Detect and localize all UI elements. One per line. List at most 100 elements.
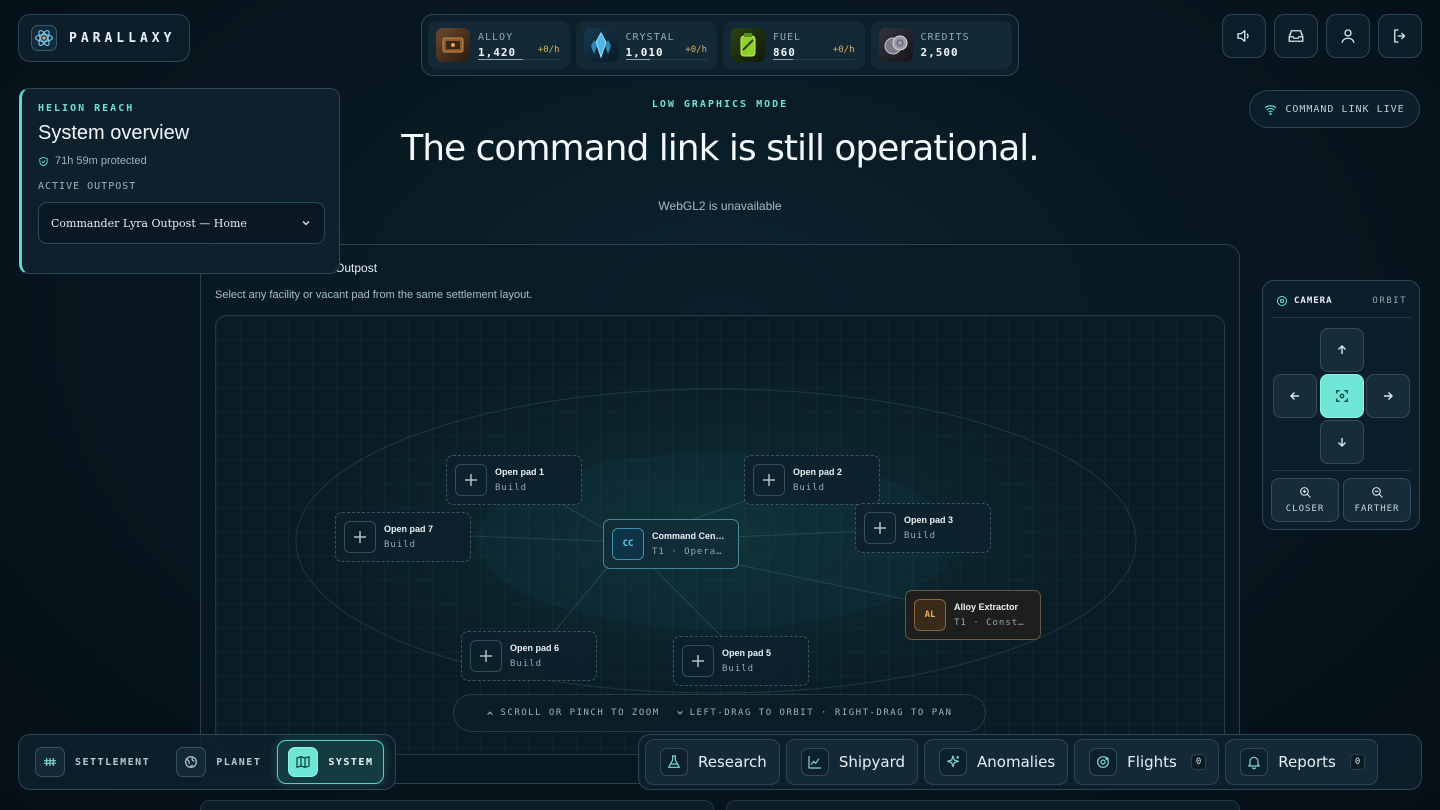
pad-name: Open pad 1	[495, 467, 545, 477]
wifi-icon	[1264, 103, 1277, 116]
view-label: SYSTEM	[328, 756, 374, 768]
pad-action: Build	[510, 659, 543, 669]
resource-name: CREDITS	[920, 31, 970, 43]
logout-button[interactable]	[1378, 14, 1422, 58]
facility-badge: CC	[612, 528, 644, 560]
outpost-subtitle: Select any facility or vacant pad from t…	[215, 289, 533, 301]
atom-icon	[31, 25, 57, 51]
camera-up-button[interactable]	[1320, 328, 1364, 372]
camera-down-button[interactable]	[1320, 420, 1364, 464]
lower-panel-right	[726, 800, 1240, 810]
brand-logo[interactable]: PARALLAXY	[18, 14, 190, 62]
pad-action: Build	[904, 531, 937, 541]
active-outpost-select[interactable]: Commander Lyra Outpost — Home	[38, 202, 325, 244]
camera-left-button[interactable]	[1273, 374, 1317, 418]
webgl-status: WebGL2 is unavailable	[658, 199, 782, 213]
plus-icon	[344, 521, 376, 553]
active-outpost-value: Commander Lyra Outpost — Home	[51, 216, 247, 230]
camera-recenter-button[interactable]	[1320, 374, 1364, 418]
resource-alloy[interactable]: ALLOY 1,420 +0/h	[428, 21, 570, 69]
farther-label: FARTHER	[1354, 504, 1400, 514]
sound-button[interactable]	[1222, 14, 1266, 58]
plus-icon	[682, 645, 714, 677]
zoom-out-icon	[1371, 486, 1384, 499]
pad-action: Build	[722, 664, 755, 674]
open-pad-2[interactable]: Open pad 2 Build	[744, 455, 880, 505]
action-label: Anomalies	[977, 753, 1056, 771]
pad-name: Open pad 2	[793, 467, 843, 477]
resource-name: ALLOY	[478, 31, 514, 43]
view-system-button[interactable]: SYSTEM	[277, 740, 385, 784]
inbox-icon	[1287, 27, 1305, 45]
open-pad-6[interactable]: Open pad 6 Build	[461, 631, 597, 681]
facility-name: Command Cen…	[652, 531, 725, 541]
facility-command-center[interactable]: CC Command Cen…T1 · Opera…	[603, 519, 739, 569]
map-icon	[288, 747, 319, 777]
resource-value: 1,010	[625, 45, 664, 59]
map-controls-hint: SCROLL OR PINCH TO ZOOM LEFT-DRAG TO ORB…	[453, 694, 986, 732]
flights-button[interactable]: Flights 0	[1074, 739, 1220, 785]
plus-icon	[753, 464, 785, 496]
shipyard-button[interactable]: Shipyard	[785, 739, 919, 785]
protection-status: 71h 59m protected	[38, 155, 325, 167]
outpost-map[interactable]: Open pad 1 Build Open pad 2 Build Open pad…	[215, 315, 1225, 755]
page-headline: The command link is still operational.	[401, 128, 1040, 169]
resource-crystal[interactable]: CRYSTAL 1,010 +0/h	[575, 21, 717, 69]
open-pad-3[interactable]: Open pad 3 Build	[855, 503, 991, 553]
alloy-crate-icon	[436, 28, 470, 62]
pad-name: Open pad 6	[510, 643, 560, 653]
camera-farther-button[interactable]: FARTHER	[1343, 478, 1411, 522]
user-icon	[1339, 27, 1357, 45]
profile-button[interactable]	[1326, 14, 1370, 58]
camera-mode[interactable]: ORBIT	[1372, 296, 1407, 306]
arrow-right-icon	[1382, 390, 1394, 402]
view-planet-button[interactable]: PLANET	[166, 740, 271, 784]
resource-bar: ALLOY 1,420 +0/h CRYSTAL 1,010 +0/h FUEL…	[421, 14, 1019, 76]
camera-closer-button[interactable]: CLOSER	[1271, 478, 1339, 522]
closer-label: CLOSER	[1285, 504, 1325, 514]
view-settlement-button[interactable]: SETTLEMENT	[25, 740, 160, 784]
anomalies-button[interactable]: Anomalies	[924, 739, 1069, 785]
arrow-down-icon	[1336, 436, 1348, 448]
arrow-left-icon	[1289, 390, 1301, 402]
pad-action: Build	[495, 483, 528, 493]
chevron-down-icon	[300, 217, 312, 229]
lower-panel-left	[200, 800, 714, 810]
graphics-mode-label: LOW GRAPHICS MODE	[651, 99, 789, 110]
view-label: SETTLEMENT	[75, 756, 151, 768]
open-pad-1[interactable]: Open pad 1 Build	[446, 455, 582, 505]
resource-fuel[interactable]: FUEL 860 +0/h	[723, 21, 865, 69]
pad-action: Build	[793, 483, 826, 493]
research-button[interactable]: Research	[645, 739, 780, 785]
sparkle-icon	[939, 748, 968, 776]
pad-name: Open pad 3	[904, 515, 954, 525]
reports-button[interactable]: Reports 0	[1225, 739, 1379, 785]
resource-progress	[625, 59, 707, 60]
credits-coins-icon	[878, 28, 913, 62]
orbit-icon	[1089, 748, 1118, 776]
brand-name: PARALLAXY	[69, 30, 176, 46]
zoom-hint: SCROLL OR PINCH TO ZOOM	[500, 708, 660, 718]
resource-value: 860	[773, 45, 796, 59]
resource-rate: +0/h	[685, 45, 707, 55]
view-switcher: SETTLEMENT PLANET SYSTEM	[18, 734, 396, 790]
inbox-button[interactable]	[1274, 14, 1318, 58]
logout-icon	[1391, 27, 1409, 45]
speaker-icon	[1235, 27, 1253, 45]
settlement-icon	[35, 747, 65, 777]
shield-icon	[38, 156, 49, 167]
pad-action: Build	[384, 540, 417, 550]
plus-icon	[455, 464, 487, 496]
camera-right-button[interactable]	[1366, 374, 1410, 418]
action-label: Research	[698, 753, 767, 771]
system-overview-panel: HELION REACH System overview 71h 59m pro…	[19, 88, 340, 274]
plus-icon	[864, 512, 896, 544]
reports-count-badge: 0	[1349, 754, 1366, 770]
resource-progress	[773, 59, 855, 60]
facility-name: Alloy Extractor	[954, 602, 1019, 612]
resource-credits[interactable]: CREDITS 2,500	[870, 21, 1012, 69]
active-outpost-label: ACTIVE OUTPOST	[38, 181, 137, 192]
